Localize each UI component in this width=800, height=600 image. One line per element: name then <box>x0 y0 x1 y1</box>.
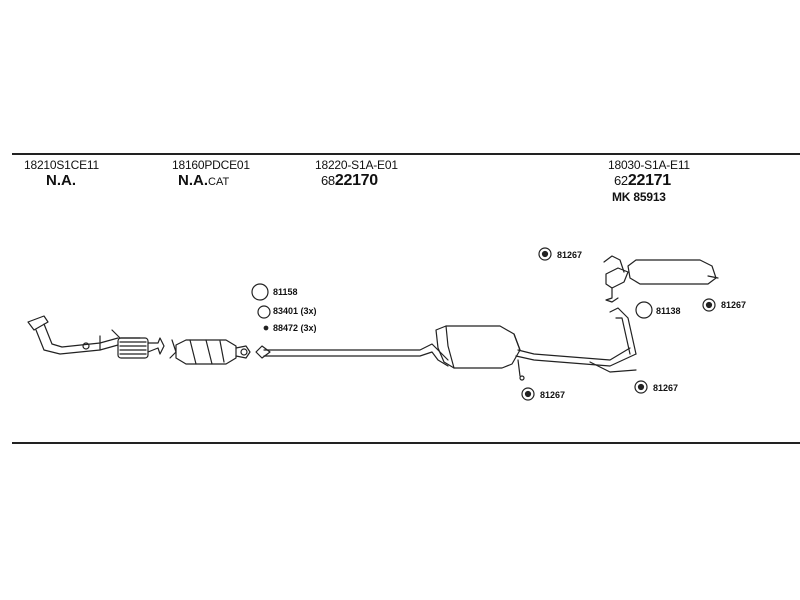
clamp-label-rear: 81138 <box>656 306 681 316</box>
part-number: 6222171 <box>614 172 671 189</box>
top-rule <box>12 153 800 155</box>
hanger-icon <box>634 380 648 394</box>
hanger-label-rear-low: 81267 <box>653 383 679 393</box>
fitting-label-88472: 88472 (3x) <box>273 323 317 333</box>
catalytic-converter <box>169 339 251 365</box>
ring-icon <box>257 305 271 319</box>
part-prefix: 68 <box>321 173 335 188</box>
front-pipe <box>27 315 165 359</box>
fitting-label-81158: 81158 <box>273 287 298 297</box>
rear-silencer <box>603 255 719 355</box>
ring-icon <box>251 283 269 301</box>
part-number: 6822170 <box>321 172 378 189</box>
kit-number: MK 85913 <box>612 190 666 204</box>
bottom-rule <box>12 442 800 444</box>
hanger-icon <box>538 247 552 261</box>
status-text: N.A.CAT <box>178 172 230 189</box>
column-catalyst: 18160PDCE01 N.A.CAT <box>172 158 250 189</box>
middle-silencer <box>255 325 637 381</box>
column-front-pipe: 18210S1CE11 N.A. <box>24 158 99 189</box>
oe-number: 18210S1CE11 <box>24 158 99 172</box>
oe-number: 18220-S1A-E01 <box>315 158 398 172</box>
bolt-icon <box>263 325 269 331</box>
hanger-icon <box>702 298 716 312</box>
fitting-label-83401: 83401 (3x) <box>273 306 317 316</box>
column-rear-silencer: 18030-S1A-E11 6222171 MK 85913 <box>608 158 690 204</box>
ring-icon <box>635 301 653 319</box>
oe-number: 18160PDCE01 <box>172 158 250 172</box>
hanger-label-top: 81267 <box>557 250 583 260</box>
oe-number: 18030-S1A-E11 <box>608 158 690 172</box>
fitting-icons <box>251 247 716 401</box>
hanger-label-mid-low: 81267 <box>540 390 566 400</box>
status-text: N.A. <box>46 172 76 189</box>
status-suffix: CAT <box>208 176 230 188</box>
column-middle-silencer: 18220-S1A-E01 6822170 <box>315 158 398 190</box>
hanger-label-rear-right: 81267 <box>721 300 747 310</box>
hanger-icon <box>521 387 535 401</box>
part-prefix: 62 <box>614 173 628 188</box>
